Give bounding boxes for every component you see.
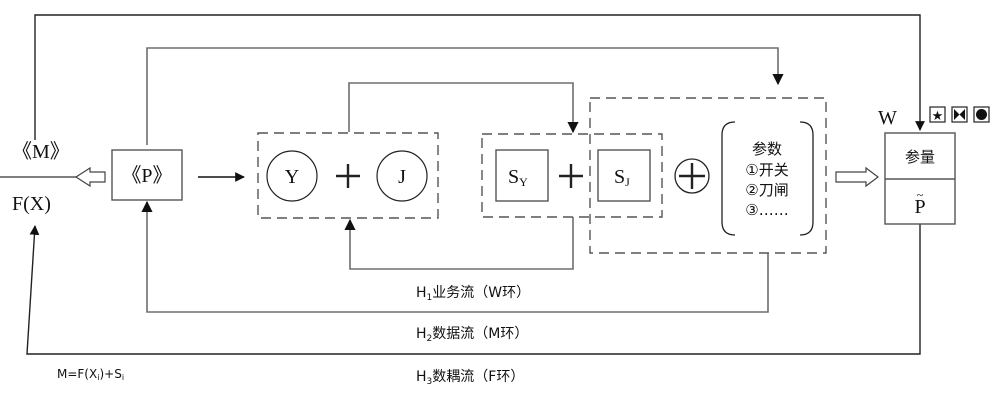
flow-h1-label: H1业务流（W环） [416,285,530,303]
m-label: 《M》 [12,141,70,163]
sy-box[interactable] [495,149,549,202]
j-circle[interactable] [376,150,428,202]
result-tilde: ~ [917,188,924,202]
params-item-2: ②刀闸 [745,181,788,199]
star-icon: ★ [932,109,944,124]
p-box-label: 《P》 [121,165,172,187]
w-label: W [878,107,897,129]
sj-box[interactable] [597,149,651,202]
bowtie-icon [954,109,965,120]
flow-h2-label: H2数据流（M环） [416,326,528,344]
hollow-arrow-left [74,166,106,188]
m-ring-top-line [146,47,784,145]
param-bracket-left [721,121,736,236]
y-label: Y [285,166,299,188]
formula: M=F(Xi)+Si [57,367,124,382]
params-item-3: ③…… [745,201,788,219]
p-box[interactable] [111,149,183,201]
j-label: J [398,166,406,188]
yj-group [257,132,439,219]
sj-label: SJ [614,166,630,189]
w-ring-bottom-line [344,217,574,270]
param-bracket-right [799,121,814,236]
flow-h3-label: H3数耦流（F环） [416,369,524,387]
w-ring-top-line [348,82,579,134]
f-ring-bottom-line [26,224,921,355]
m-ring-bottom-line [141,200,769,313]
yj-plus-icon [336,164,360,188]
fx-label: F(X) [12,193,51,215]
result-top-label: 参量 [905,148,935,166]
f-ring-top-line [34,14,925,140]
status-icons: ★ [929,106,990,124]
params-title: 参数 [752,140,782,158]
params-item-1: ①开关 [745,161,788,179]
s-group [481,133,663,218]
result-bottom-label: P [914,196,925,218]
hollow-arrow-right [835,166,879,188]
sy-label: SY [508,166,528,189]
oplus-icon [674,158,710,194]
circle-icon [976,109,987,120]
s-plus-icon [559,164,583,188]
param-region [589,97,827,254]
y-circle[interactable] [266,150,318,202]
